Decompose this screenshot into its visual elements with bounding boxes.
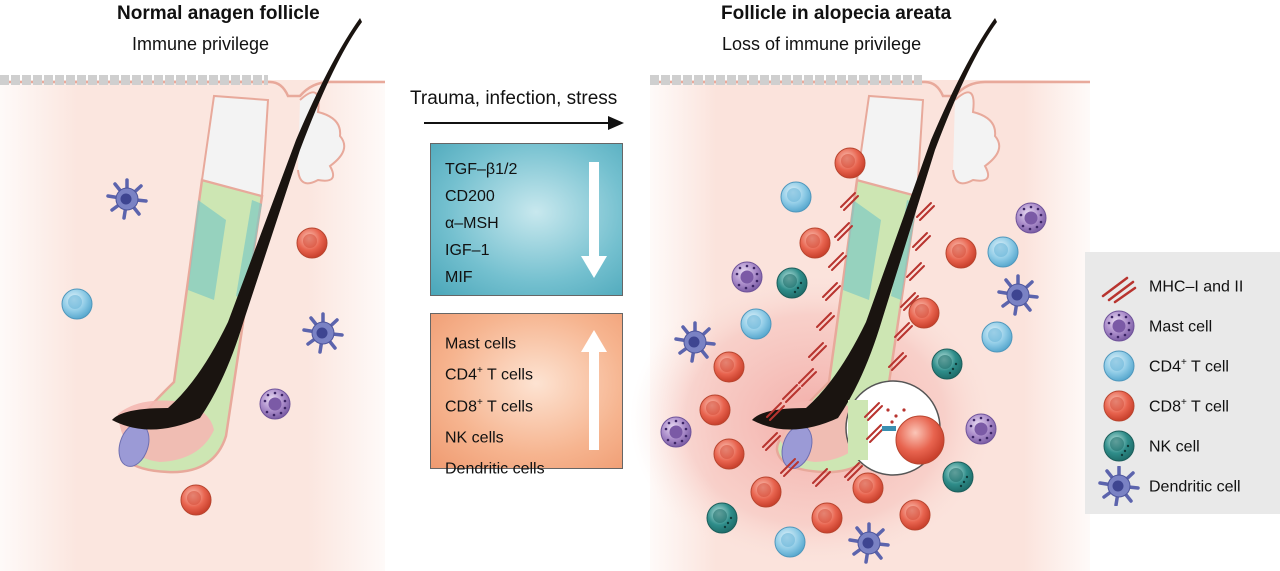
- legend-item-cd4-t-cell: CD4+ T cell: [1085, 346, 1280, 386]
- increased-cells-list: Mast cells CD4+ T cells CD8+ T cells NK …: [431, 314, 622, 483]
- legend: MHC–I and II Mast cell CD4+ T cell CD8+ …: [1085, 252, 1280, 514]
- dendritic-cell-icon: [1098, 466, 1140, 506]
- increased-cell-base: NK cells: [445, 429, 504, 447]
- legend-item-cd8-t-cell: CD8+ T cell: [1085, 386, 1280, 426]
- legend-label-rest: T cell: [1186, 358, 1229, 376]
- legend-label-rest: T cell: [1186, 398, 1229, 416]
- decreased-factor: CD200: [445, 188, 495, 205]
- increased-cell: CD4+ T cells: [445, 357, 622, 388]
- left-panel-subtitle: Immune privilege: [132, 34, 270, 54]
- decreased-factor: α–MSH: [445, 215, 499, 232]
- decreased-factor: TGF–β1/2: [445, 161, 518, 178]
- nk-cell-icon: [1103, 430, 1135, 462]
- left-panel-title: Normal anagen follicle: [117, 3, 320, 24]
- decreased-factors-box: TGF–β1/2 CD200 α–MSH IGF–1 MIF: [430, 143, 623, 296]
- right-panel-title: Follicle in alopecia areata: [721, 3, 952, 24]
- increased-cell-rest: T cells: [482, 397, 533, 415]
- increased-cell-sup: +: [477, 396, 483, 408]
- legend-label: MHC–I and II: [1149, 278, 1244, 296]
- decreased-factors-list: TGF–β1/2 CD200 α–MSH IGF–1 MIF: [431, 144, 622, 291]
- normal-follicle-illustration: [0, 18, 385, 571]
- increased-cell: Dendritic cells: [445, 451, 622, 482]
- increased-cell: Mast cells: [445, 326, 622, 357]
- increased-cell-sup: +: [477, 365, 483, 377]
- legend-item-nk-cell: NK cell: [1085, 426, 1280, 466]
- legend-label: Mast cell: [1149, 318, 1213, 336]
- mast-cell-icon: [1103, 310, 1135, 342]
- cd8-t-cell-icon: [1103, 390, 1135, 422]
- trigger-arrow: [424, 116, 624, 130]
- increased-cell: NK cells: [445, 420, 622, 451]
- legend-label: CD4: [1149, 358, 1182, 376]
- decreased-factor: IGF–1: [445, 242, 490, 259]
- increased-cell-base: CD8: [445, 397, 478, 415]
- legend-label: CD8: [1149, 398, 1182, 416]
- legend-label: NK cell: [1149, 438, 1200, 456]
- arrow-down-icon: [581, 162, 607, 278]
- legend-label: Dendritic cell: [1149, 478, 1241, 496]
- legend-label-sup: +: [1181, 357, 1187, 368]
- legend-item-mast-cell: Mast cell: [1085, 306, 1280, 346]
- increased-cell-base: CD4: [445, 366, 478, 384]
- right-panel-subtitle: Loss of immune privilege: [722, 34, 922, 54]
- cd4-t-cell-icon: [1103, 350, 1135, 382]
- decreased-factor: MIF: [445, 269, 473, 286]
- increased-cell-rest: T cells: [482, 366, 533, 384]
- increased-cell-base: Dendritic cells: [445, 460, 545, 478]
- legend-label-sup: +: [1181, 397, 1187, 408]
- arrow-up-icon: [581, 330, 607, 450]
- increased-cells-box: Mast cells CD4+ T cells CD8+ T cells NK …: [430, 313, 623, 478]
- alopecia-follicle-illustration: [630, 18, 1090, 571]
- increased-cell: CD8+ T cells: [445, 389, 622, 420]
- mhc-marker-icon: [1101, 276, 1137, 304]
- increased-cell-base: Mast cells: [445, 335, 517, 353]
- legend-item-mhc: MHC–I and II: [1085, 266, 1280, 306]
- trigger-label: Trauma, infection, stress: [410, 88, 618, 109]
- legend-item-dendritic-cell: Dendritic cell: [1085, 466, 1280, 506]
